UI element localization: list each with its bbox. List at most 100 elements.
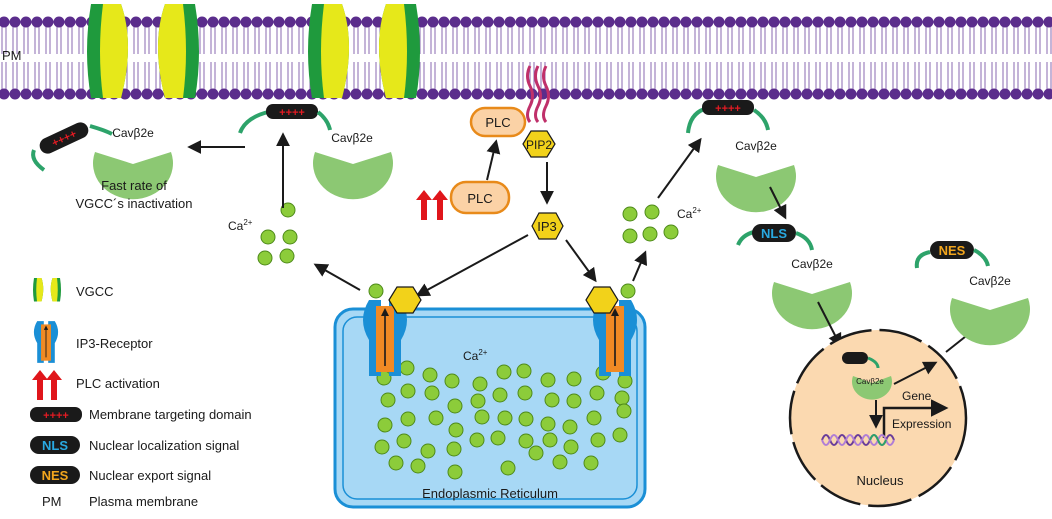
lipid-head [460, 88, 472, 100]
er-ca-ion [540, 416, 556, 432]
er-ca-ion [544, 392, 560, 408]
lipid-tail [672, 62, 678, 89]
lipid-tail [78, 62, 84, 89]
plc-active-node [469, 106, 527, 138]
cavb2e-label-nucleus: Cavβ2e [856, 377, 884, 386]
lipid-tail [804, 27, 810, 54]
lipid-head [889, 16, 901, 28]
lipid-head [988, 88, 1000, 100]
lipid-head [944, 88, 956, 100]
lipid-head [240, 88, 252, 100]
lipid-head [427, 88, 439, 100]
lipid-head [361, 16, 373, 28]
plc-active-label: PLC [485, 115, 510, 130]
lipid-head [768, 88, 780, 100]
ca-cluster-right: Ca2+ [622, 204, 702, 244]
lipid-head [845, 88, 857, 100]
lipid-tail [958, 27, 964, 54]
lipid-tail [12, 62, 18, 89]
lipid-head [823, 88, 835, 100]
lipid-tail [859, 62, 865, 89]
lipid-tail [276, 62, 282, 89]
lipid-head [262, 88, 274, 100]
er-ca-ion [448, 422, 464, 438]
er-ca-ion [399, 360, 415, 376]
er-ca-ion [617, 373, 633, 389]
er-ca-ion [540, 372, 556, 388]
er-inner [342, 316, 638, 500]
arrow-nls-cav-to-nucleus [817, 301, 842, 348]
lipid-head [42, 88, 54, 100]
lipid-head [493, 88, 505, 100]
lipid-head [911, 16, 923, 28]
cavb2e-label-4: Cavβ2e [791, 257, 833, 271]
lipid-head [559, 16, 571, 28]
lipid-tail [144, 62, 150, 89]
er-ca-ion [422, 367, 438, 383]
lipid-head [658, 16, 670, 28]
lipid-tail [991, 27, 997, 54]
lipid-head [845, 16, 857, 28]
lipid-head [273, 16, 285, 28]
lipid-head [691, 88, 703, 100]
legend-nes-label: Nuclear export signal [89, 468, 211, 483]
lipid-tail [881, 62, 887, 89]
er-ca-ion [447, 464, 463, 480]
lipid-head [878, 88, 890, 100]
lipid-head [548, 88, 560, 100]
legend: VGCC IP3-Receptor PLC activation ++++ Me… [30, 278, 252, 509]
lipid-head [350, 88, 362, 100]
lipid-tail [452, 27, 458, 54]
lipid-tail [210, 62, 216, 89]
lipid-head [471, 16, 483, 28]
lipid-tail [1046, 27, 1052, 54]
lipid-tail [496, 62, 502, 89]
plc-inactive-label: PLC [467, 191, 492, 206]
lipid-tail [1013, 27, 1019, 54]
lipid-tail [903, 62, 909, 89]
legend-nes-tag: NES [42, 468, 69, 483]
er-ca-ion [616, 403, 632, 419]
lipid-tail [1013, 62, 1019, 89]
nucleus-label: Nucleus [857, 473, 904, 488]
lipid-tail [705, 62, 711, 89]
lipid-head [515, 16, 527, 28]
lipid-tail [727, 62, 733, 89]
lipid-head [1043, 88, 1052, 100]
lipid-tail [606, 62, 612, 89]
lipid-tail [199, 27, 205, 54]
er-ca-ion [614, 390, 630, 406]
membrane-targeting-domain-3 [702, 100, 754, 115]
legend-pm-label: Plasma membrane [89, 494, 198, 509]
lipid-head [944, 16, 956, 28]
er-ca-ion [562, 419, 578, 435]
lipid-head [625, 16, 637, 28]
lipid-head [867, 88, 879, 100]
lipid-tail [606, 27, 612, 54]
lipid-head [702, 88, 714, 100]
plc-activation-arrow-1 [416, 190, 432, 220]
pip2-label: PIP2 [526, 138, 552, 152]
lipid-head [251, 88, 263, 100]
lipid-tail [133, 62, 139, 89]
lipid-head [559, 88, 571, 100]
lipid-tail [1035, 62, 1041, 89]
lipid-tail [694, 62, 700, 89]
lipid-head [581, 88, 593, 100]
membrane-heads [0, 16, 1052, 100]
plasma-membrane: PM [0, 16, 1052, 100]
lipid-tail [1024, 62, 1030, 89]
lipid-tail [265, 27, 271, 54]
lipid-tail [441, 27, 447, 54]
dna-helix [821, 434, 895, 446]
lipid-tail [815, 27, 821, 54]
lipid-head [449, 88, 461, 100]
vgcc-channel-1 [87, 4, 199, 98]
lipid-tail [683, 62, 689, 89]
lipid-tail [1, 27, 7, 54]
er-ca-ion [586, 410, 602, 426]
er-ca-ion [497, 410, 513, 426]
legend-plc-label: PLC activation [76, 376, 160, 391]
nls-tag [752, 224, 796, 242]
